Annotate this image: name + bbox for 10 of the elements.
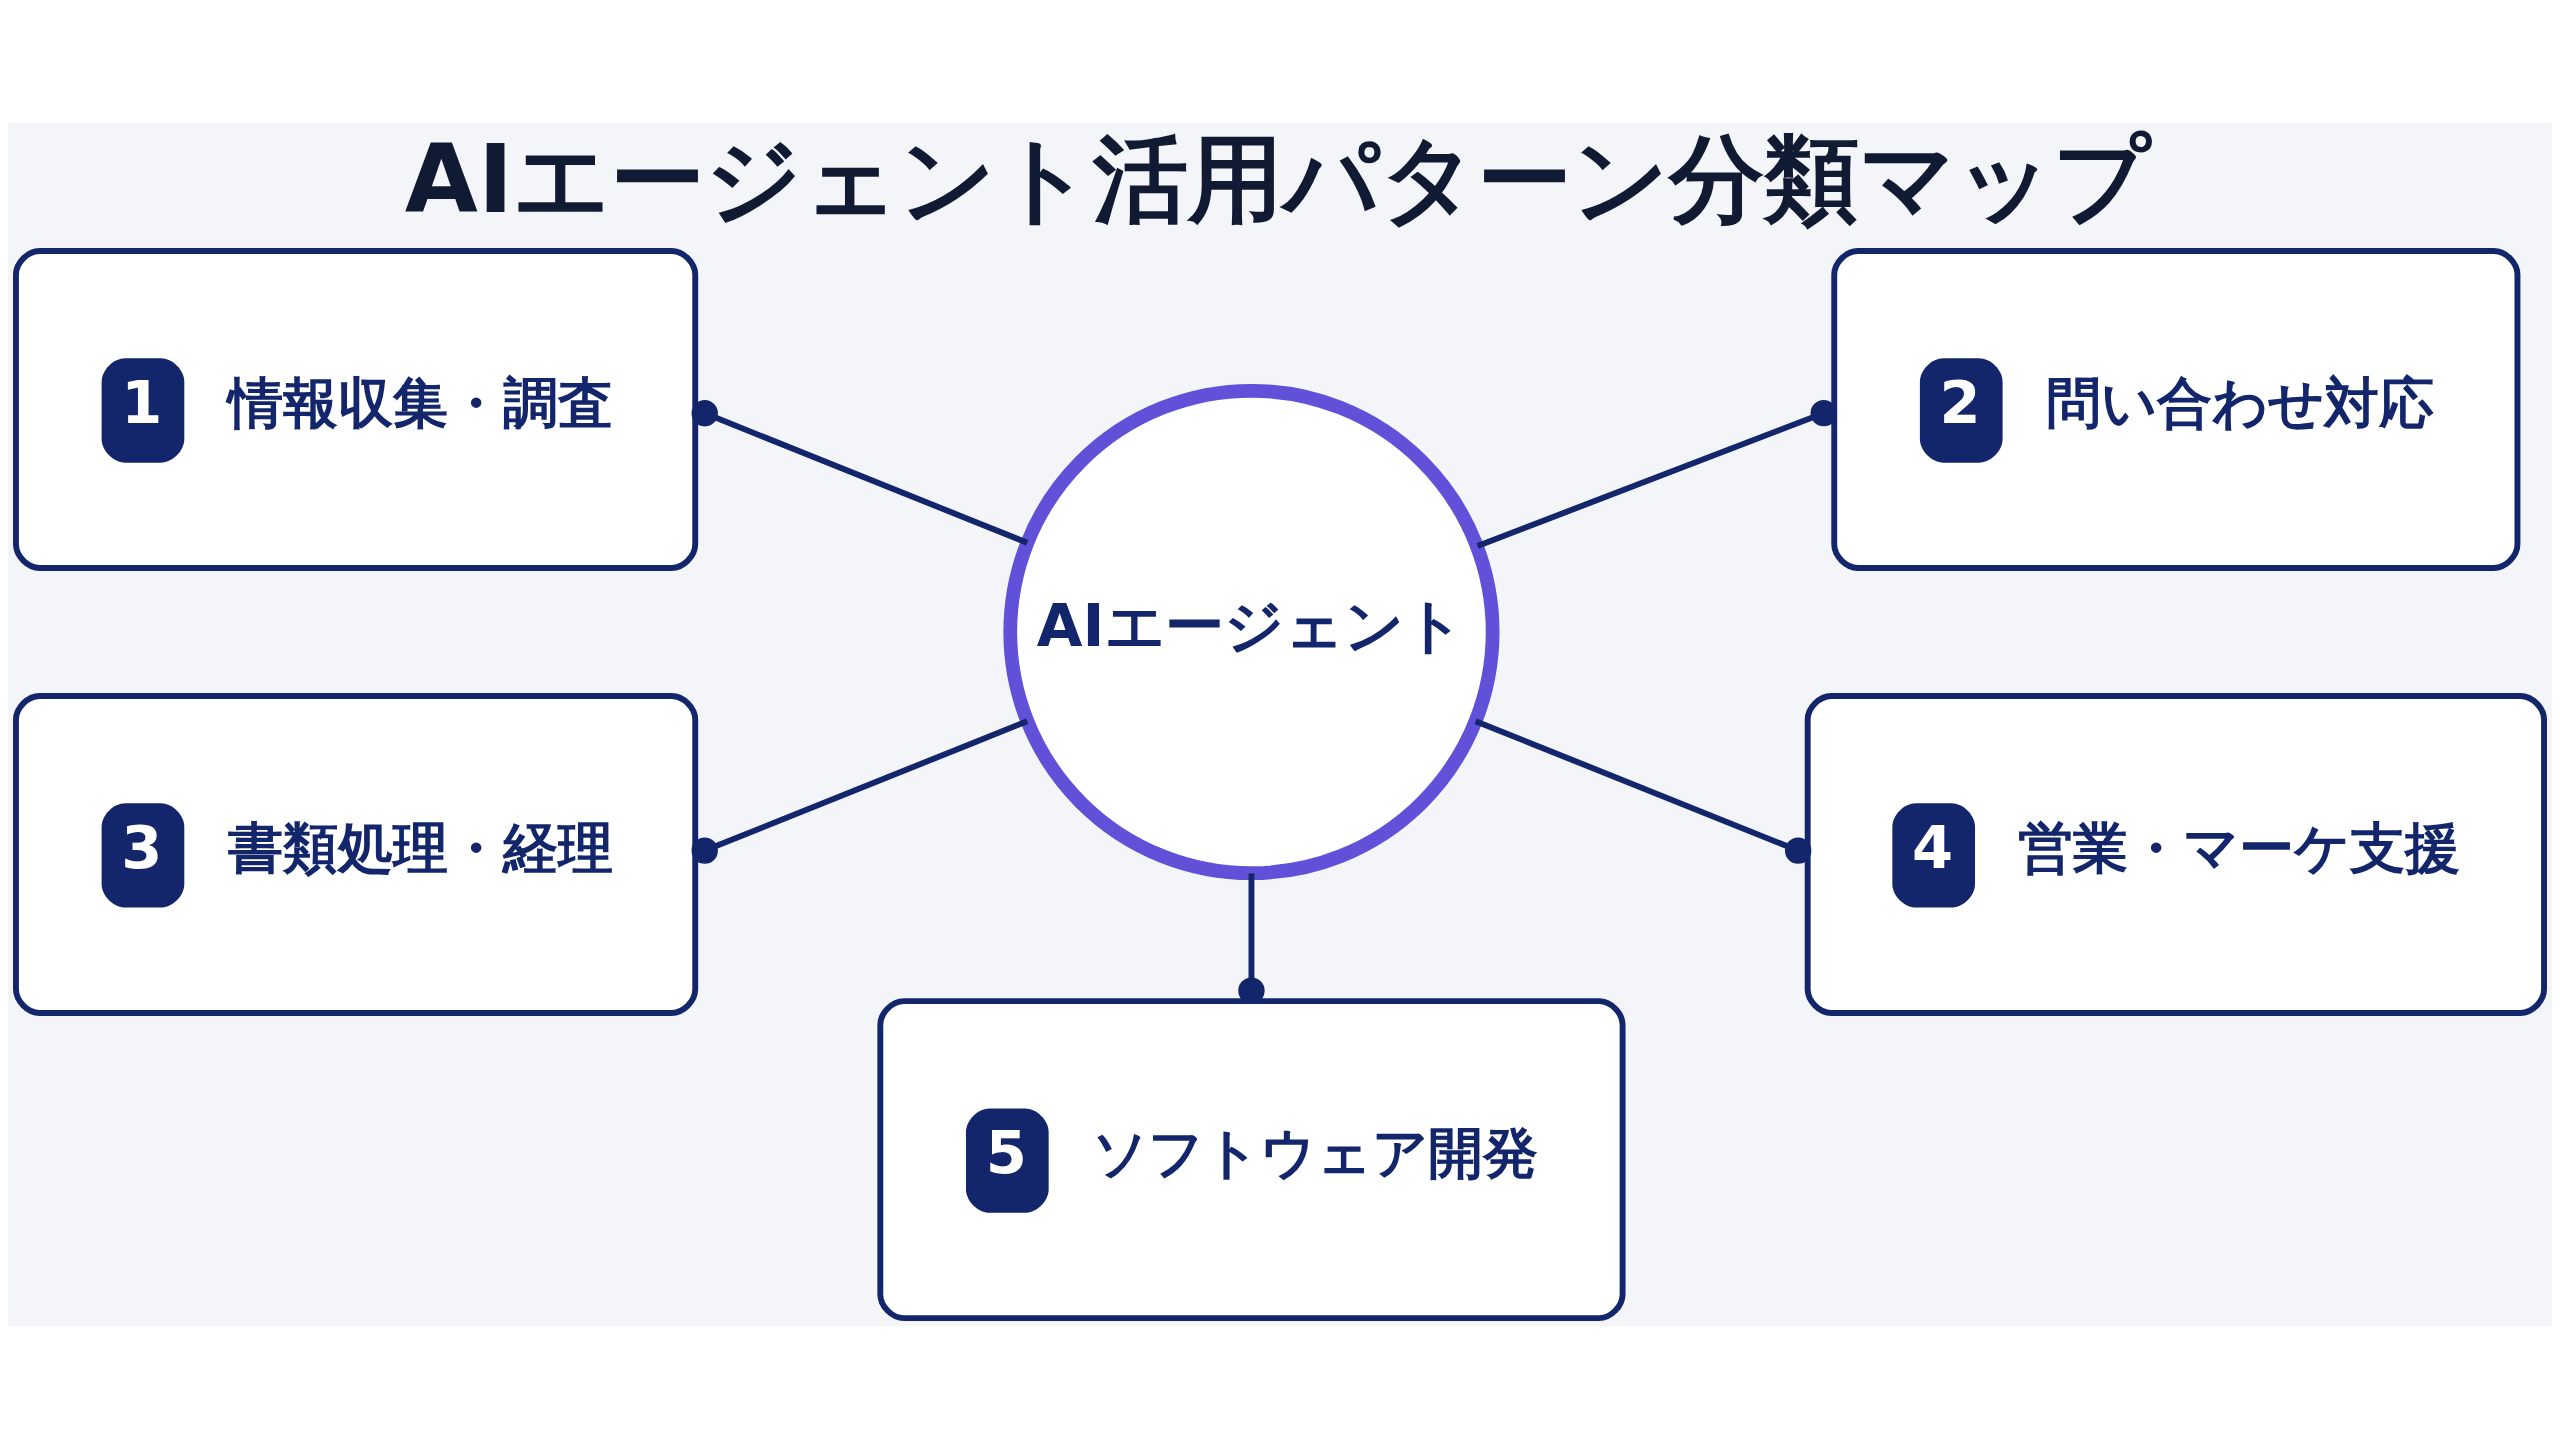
connector bbox=[1474, 717, 1812, 864]
diagram-title: AIエージェント活用パターン分類マップ bbox=[404, 123, 2151, 234]
node-box: 5 ソフトウェア開発 bbox=[877, 997, 1626, 1321]
node-box: 2 問い合わせ対応 bbox=[1831, 247, 2521, 571]
node-box: 4 営業・マーケ支援 bbox=[1804, 692, 2547, 1016]
connector bbox=[691, 717, 1029, 864]
connector bbox=[691, 399, 1029, 545]
node-circle: AIエージェント bbox=[1003, 383, 1500, 880]
node-box: 3 書類処理・経理 bbox=[13, 692, 699, 1016]
node-box: 1 情報収集・調査 bbox=[13, 247, 699, 571]
